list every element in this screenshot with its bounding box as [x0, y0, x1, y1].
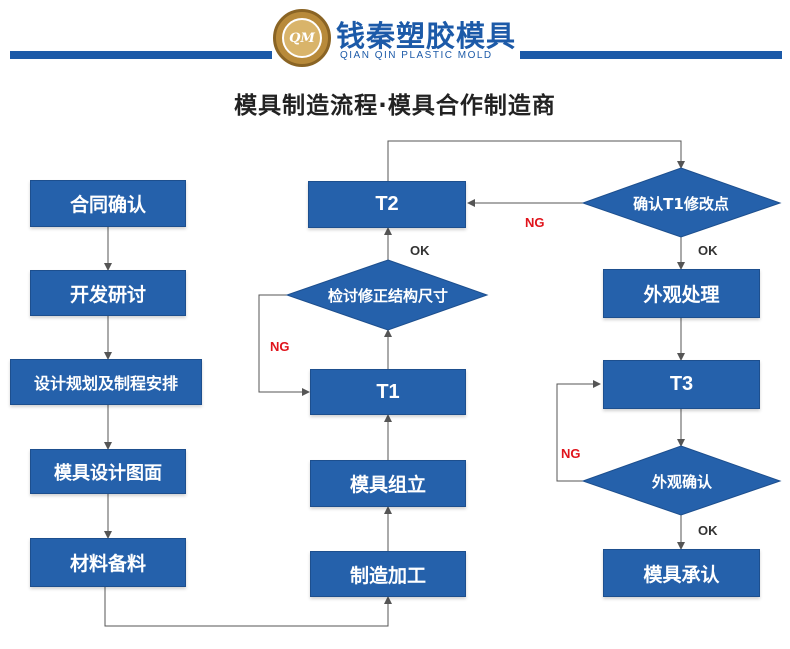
label-ng-appearance: NG: [561, 446, 581, 461]
diamond-check-label: 外观确认: [651, 472, 712, 491]
node-assembly: 模具组立: [310, 460, 466, 507]
brand-subtitle: QIAN QIN PLASTIC MOLD: [340, 50, 493, 61]
node-acceptance: 模具承认: [603, 549, 760, 597]
label-ng-confirm: NG: [525, 215, 545, 230]
logo-mark-text: QM: [289, 30, 315, 46]
logo-emblem-inner: QM: [282, 18, 322, 58]
arrow-t2-to-confirm: [387, 140, 685, 181]
brand-name: 钱秦塑胶模具: [336, 19, 517, 53]
node-contract: 合同确认: [30, 180, 186, 227]
node-dev-review: 开发研讨: [30, 270, 186, 316]
logo-emblem: QM: [273, 9, 331, 67]
diamond-inspect-label: 检讨修正结构尺寸: [327, 286, 448, 305]
node-manufacture: 制造加工: [310, 551, 466, 597]
arrow-material-to-manufacture: [104, 587, 392, 627]
arrow-inspect-ng-loop: [258, 294, 310, 396]
label-ng-inspect: NG: [270, 339, 290, 354]
node-t3: T3: [603, 360, 760, 409]
node-t1: T1: [310, 369, 466, 415]
header-rule-left: [10, 51, 272, 59]
diamond-confirm-shape: [581, 167, 782, 238]
node-design-plan: 设计规划及制程安排: [10, 359, 202, 405]
label-ok-confirm: OK: [698, 243, 718, 258]
page-title: 模具制造流程·模具合作制造商: [234, 93, 556, 119]
diamond-inspect-shape: [285, 259, 489, 331]
header: QM 钱秦塑胶模具 QIAN QIN PLASTIC MOLD: [0, 0, 790, 80]
node-material-prep: 材料备料: [30, 538, 186, 587]
node-mold-design: 模具设计图面: [30, 449, 186, 494]
arrow-check-ng-loop: [556, 380, 601, 482]
node-appearance-proc: 外观处理: [603, 269, 760, 318]
diamond-confirm-label: 确认T1修改点: [633, 194, 729, 213]
header-rule-right: [520, 51, 782, 59]
node-t2: T2: [308, 181, 466, 228]
label-ok-inspect: OK: [410, 243, 430, 258]
diamond-check-shape: [581, 445, 782, 516]
label-ok-appearance: OK: [698, 523, 718, 538]
